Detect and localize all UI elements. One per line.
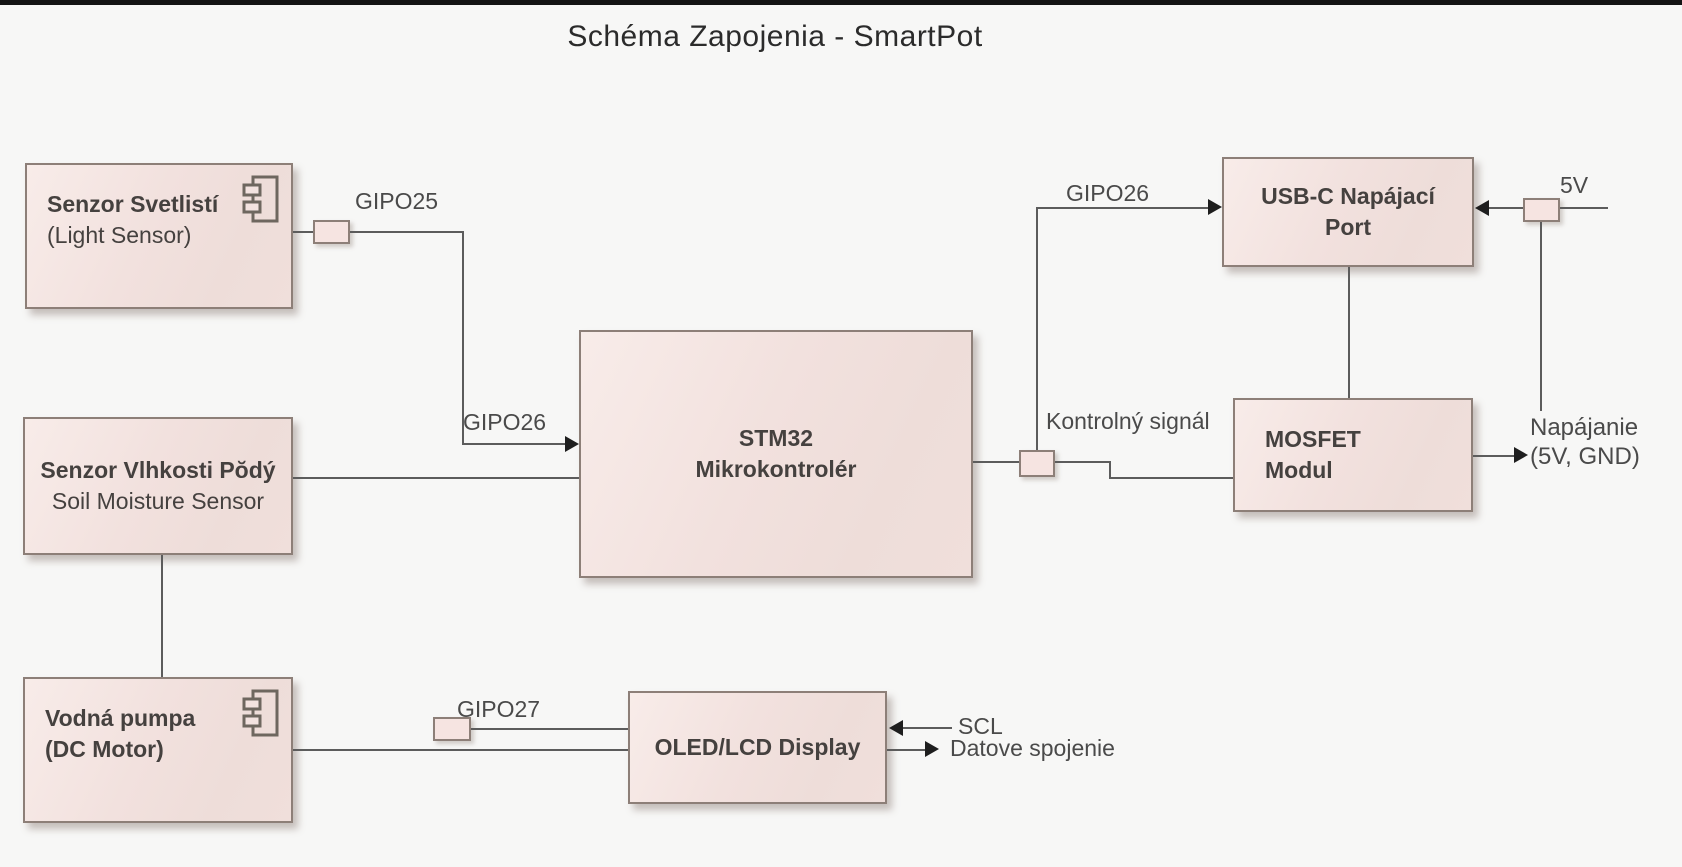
wire-gipo26-into-stm32: [462, 443, 566, 445]
node-usbc-power-port: USB-C Napájací Port: [1222, 157, 1474, 267]
diagram-title: Schéma Zapojenia - SmartPot: [567, 20, 983, 53]
node-mosfet-subtitle: Modul: [1265, 457, 1333, 483]
label-control-signal: Kontrolný signál: [1046, 408, 1210, 434]
wire-data-connection: [887, 749, 925, 751]
label-5v: 5V: [1560, 172, 1589, 198]
wire-gipo25-horizontal: [350, 231, 464, 233]
node-usbc-name: USB-C Napájací: [1261, 183, 1435, 209]
wire-5v-to-usbc: [1489, 207, 1523, 209]
wire-stm32-to-pin: [973, 461, 1019, 463]
node-stm32-name: STM32: [738, 425, 814, 451]
arrowhead-into-usbc: [1208, 199, 1222, 215]
wire-soilsensor-to-stm32: [293, 477, 579, 479]
label-scl: SCL: [958, 713, 1003, 739]
wire-usbc-to-mosfet: [1348, 267, 1350, 398]
arrowhead-mosfet-output: [1514, 447, 1528, 463]
wire-soilsensor-to-pump: [161, 555, 163, 677]
label-gipo25: GIPO25: [355, 188, 439, 214]
node-mosfet-module: MOSFET Modul: [1233, 398, 1473, 512]
pin-connector-control-signal: [1019, 450, 1055, 477]
node-light-sensor: Senzor Svetlistí (Light Sensor): [25, 163, 293, 309]
node-usbc-subtitle: Port: [1325, 214, 1371, 240]
node-light-sensor-subtitle: (Light Sensor): [47, 222, 192, 248]
top-border-strip: [0, 0, 1682, 5]
wire-control-signal-2: [1109, 477, 1233, 479]
arrowhead-into-stm32: [565, 436, 579, 452]
wire-control-signal-step: [1109, 461, 1111, 479]
node-display-name: OLED/LCD Display: [654, 734, 861, 760]
node-soil-sensor-name: Senzor Vlhkosti Pŏdý: [40, 457, 276, 483]
uml-component-icon: [242, 174, 280, 229]
arrowhead-scl-into-display: [889, 720, 903, 736]
wire-lightsensor-to-pin: [293, 231, 313, 233]
node-soil-moisture-sensor: Senzor Vlhkosti Pŏdý Soil Moisture Senso…: [23, 417, 293, 555]
node-stm32-subtitle: Mikrokontrolér: [695, 456, 857, 482]
node-stm32-microcontroller: STM32 Mikrokontrolér: [579, 330, 973, 578]
label-gipo26-right: GIPO26: [1066, 180, 1150, 206]
label-power-line1: Napájanie: [1530, 414, 1639, 441]
wire-pump-to-display: [293, 749, 628, 751]
wire-gipo26-to-usbc: [1036, 207, 1208, 209]
node-soil-sensor-subtitle: Soil Moisture Sensor: [51, 488, 265, 514]
arrowhead-data-connection: [925, 741, 939, 757]
wire-gipo26-up-vertical: [1036, 208, 1038, 450]
node-water-pump-subtitle: (DC Motor): [45, 736, 164, 762]
pin-connector-gipo25: [313, 220, 350, 244]
wire-5v-stub: [1560, 207, 1608, 209]
label-gipo26-left: GIPO26: [463, 409, 547, 435]
label-gipo27: GIPO27: [457, 696, 541, 722]
node-water-pump: Vodná pumpa (DC Motor): [23, 677, 293, 823]
node-oled-lcd-display: OLED/LCD Display: [628, 691, 887, 804]
wire-scl: [903, 727, 952, 729]
wire-gipo25-vertical: [462, 231, 464, 445]
wire-control-signal-1: [1055, 461, 1111, 463]
arrowhead-into-usbc-right: [1475, 200, 1489, 216]
uml-component-icon: [242, 688, 280, 743]
node-water-pump-name: Vodná pumpa: [45, 705, 196, 731]
pin-connector-gipo27: [433, 717, 471, 741]
label-data-connection: Datove spojenie: [950, 735, 1115, 761]
node-mosfet-name: MOSFET: [1265, 426, 1361, 452]
node-light-sensor-name: Senzor Svetlistí: [47, 191, 219, 217]
pin-connector-5v: [1523, 198, 1560, 222]
wire-gipo27-to-display: [471, 728, 628, 730]
wire-mosfet-output: [1473, 455, 1514, 457]
label-power-line2: (5V, GND): [1530, 443, 1640, 470]
wire-5v-down-vertical: [1540, 222, 1542, 411]
